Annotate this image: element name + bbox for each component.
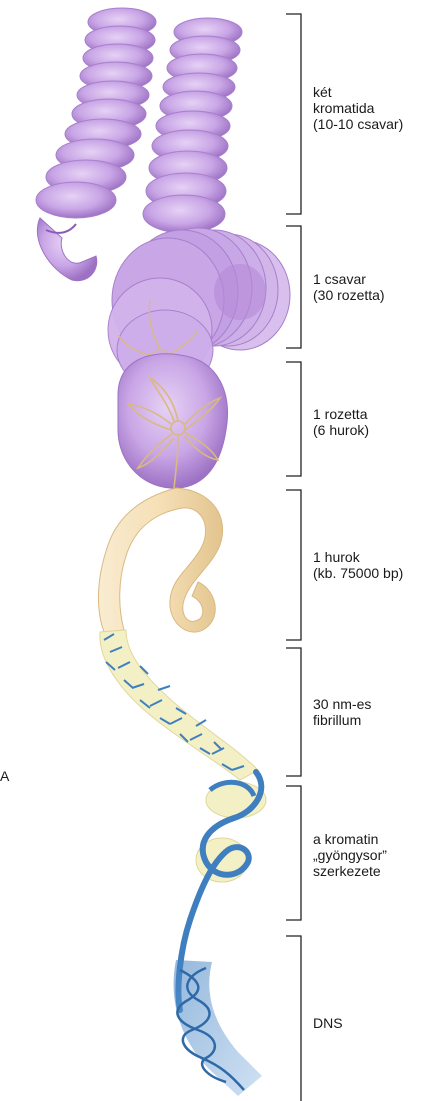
loop-illustration — [98, 488, 222, 632]
label-dns: DNS — [313, 1015, 343, 1031]
chromatid-illustration — [36, 8, 290, 488]
fibril-illustration — [100, 630, 258, 780]
rosette-illustration — [118, 354, 227, 488]
bracket-fibrillum — [286, 648, 301, 776]
label-hurok: 1 hurok (kb. 75000 bp) — [313, 549, 403, 581]
bracket-rozetta — [286, 362, 301, 476]
chromatid-left — [36, 8, 156, 281]
label-csavar: 1 csavar (30 rozetta) — [313, 271, 385, 303]
label-rozetta: 1 rozetta (6 hurok) — [313, 406, 369, 438]
level-brackets — [286, 14, 301, 1101]
panel-letter: A — [0, 768, 9, 784]
label-gyongysor: a kromatin „gyöngysor” szerkezete — [313, 831, 387, 879]
label-ket-kromatida: két kromatida (10-10 csavar) — [313, 84, 403, 132]
bracket-hurok — [286, 490, 301, 640]
label-fibrillum: 30 nm-es fibrillum — [313, 696, 371, 728]
bracket-dns — [286, 936, 301, 1101]
bracket-gyongysor — [286, 786, 301, 920]
dna-helix-illustration — [174, 960, 262, 1096]
chromatid-right — [143, 18, 242, 233]
bracket-ket-kromatida — [286, 14, 301, 214]
